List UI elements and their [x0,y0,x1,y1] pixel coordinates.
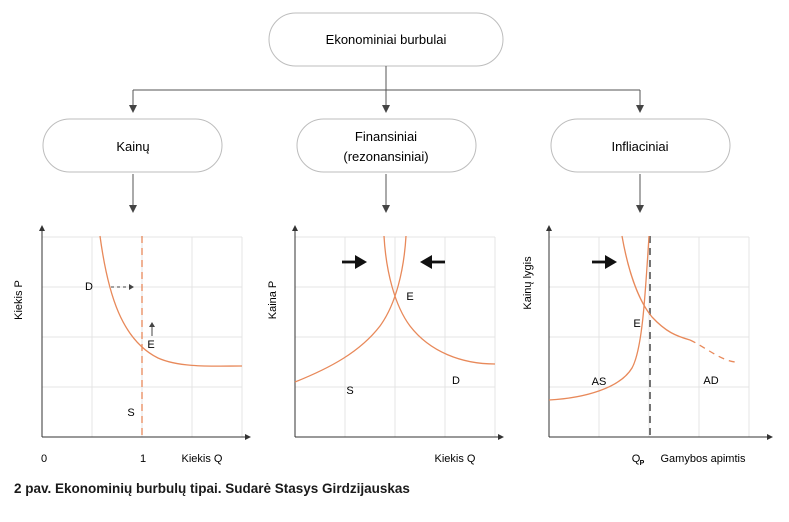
category-label-price: Kainų [116,139,149,154]
chart3-aggregate-supply-curve [548,235,650,401]
chart1-up-arrowhead [149,322,155,327]
figure-caption: 2 pav. Ekonominių burbulų tipai. Sudarė … [14,481,410,496]
category-label-financial-line2: (rezonansiniai) [343,149,428,164]
chart2-y-label: Kaina P [267,281,279,320]
chart3-tick-q: Q [632,453,641,465]
chart3-label-e: E [633,318,640,330]
category-box-price [42,118,223,173]
chart1-label-d: D [85,281,93,293]
chart3-x-label: Gamybos apimtis [661,453,746,465]
chart2-x-label: Kiekis Q [435,453,476,465]
top-box-label: Ekonominiai burbulai [326,32,447,47]
chart3-tick-q-subscript: P [640,460,645,467]
chart1-y-label: Kiekis P [13,280,25,320]
chart3-grid [549,236,750,437]
chart1-shift-arrowhead [129,284,134,290]
category-label-financial-line1: Finansiniai [355,129,417,144]
chart2-supply-curve [294,235,407,383]
chart2-label-e: E [406,291,413,303]
chart1-x-label: Kiekis Q [182,453,223,465]
chart2-right-arrowhead [355,255,367,269]
chart2-label-s: S [346,385,353,397]
chart2-demand-curve [383,235,496,365]
chart1-demand-curve [99,235,243,367]
chart-financial-bubble: Kaina P Kiekis Q E S D [267,225,504,465]
tree-connectors [129,66,644,213]
chart3-label-ad: AD [703,375,718,387]
chart3-label-as: AS [592,376,607,388]
category-box-financial [296,118,477,173]
chart2-left-arrowhead [420,255,432,269]
chart2-label-d: D [452,375,460,387]
chart2-grid [295,236,496,437]
chart1-tick-1: 1 [140,453,146,465]
category-box-inflation [550,118,731,173]
category-label-inflation: Infliaciniai [611,139,668,154]
chart1-label-e: E [147,339,154,351]
chart3-right-arrowhead [605,255,617,269]
chart1-label-s: S [127,407,134,419]
chart3-aggregate-demand-curve-solid [621,235,691,341]
chart3-aggregate-demand-curve-dashed [689,339,736,363]
chart3-y-label: Kainų lygis [522,256,534,310]
chart-inflation-bubble: Kainų lygis Q P Gamybos apimtis E AS AD [522,225,773,467]
chart1-tick-0: 0 [41,453,47,465]
chart-price-bubble: Kiekis P 0 1 Kiekis Q D E S [13,225,251,465]
